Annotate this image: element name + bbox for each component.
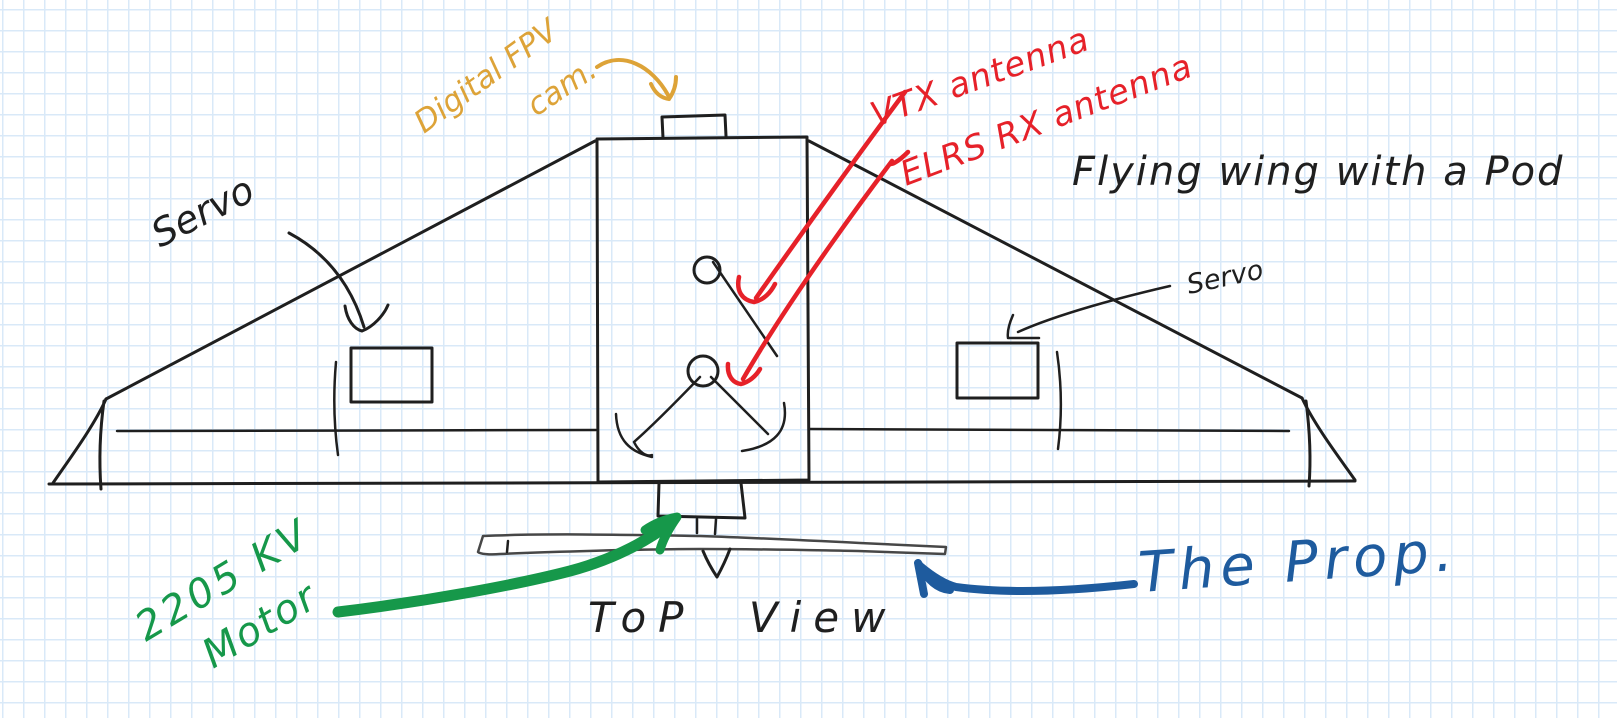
motor-box xyxy=(656,481,747,520)
servo-right-linkage-mark xyxy=(1055,350,1063,451)
spinner-cone xyxy=(701,547,732,579)
prop-hub-tick xyxy=(505,539,510,554)
black-arrows xyxy=(287,231,1172,340)
elrs-antenna-leg-left xyxy=(632,375,702,457)
propulsion xyxy=(476,481,948,579)
servo-left-box xyxy=(349,346,434,404)
winglet-left xyxy=(51,397,108,491)
elrs-antenna-arrow xyxy=(725,149,911,387)
servo-right-label: Servo xyxy=(1184,254,1266,300)
sketch-title: Flying wing with a Pod xyxy=(1072,149,1564,195)
servo-right-box xyxy=(955,341,1040,400)
servo-left-linkage-mark xyxy=(333,360,340,457)
labels: Flying wing with a Pod Servo Servo Digit… xyxy=(127,11,1564,678)
motor-shaft xyxy=(695,517,718,536)
elrs-antenna-arc-right xyxy=(740,401,787,453)
servo-left-arrow xyxy=(287,231,390,333)
camera-bump xyxy=(660,113,728,140)
winglet-right xyxy=(1300,396,1357,488)
elrs-antenna-arc-left xyxy=(614,412,654,459)
elevon-hinge-right xyxy=(807,427,1291,433)
pod-outline xyxy=(595,135,811,484)
vtx-antenna-arrow xyxy=(736,89,908,305)
servo-right-arrow xyxy=(1006,284,1172,340)
prop-label: The Prop. xyxy=(1136,519,1460,606)
elrs-antenna-base xyxy=(686,354,720,388)
fpv-cam-arrow xyxy=(595,58,678,101)
airframe xyxy=(47,113,1357,491)
elevon-hinge-left xyxy=(115,428,598,433)
trailing-edge xyxy=(47,479,1357,486)
leading-edge-right xyxy=(807,139,1304,400)
pod-internals xyxy=(614,255,787,459)
servo-left-label: Servo xyxy=(144,167,261,256)
prop-arrow xyxy=(914,559,1138,598)
leading-edge-left xyxy=(104,139,597,401)
prop-blade xyxy=(476,533,948,556)
motor-arrowhead xyxy=(640,512,682,555)
colored-arrows xyxy=(332,58,1138,618)
motor-arrow xyxy=(332,516,678,618)
elrs-antenna-leg-right xyxy=(709,375,770,436)
vtx-antenna-base xyxy=(692,255,722,285)
view-caption: ToP View xyxy=(588,593,897,642)
